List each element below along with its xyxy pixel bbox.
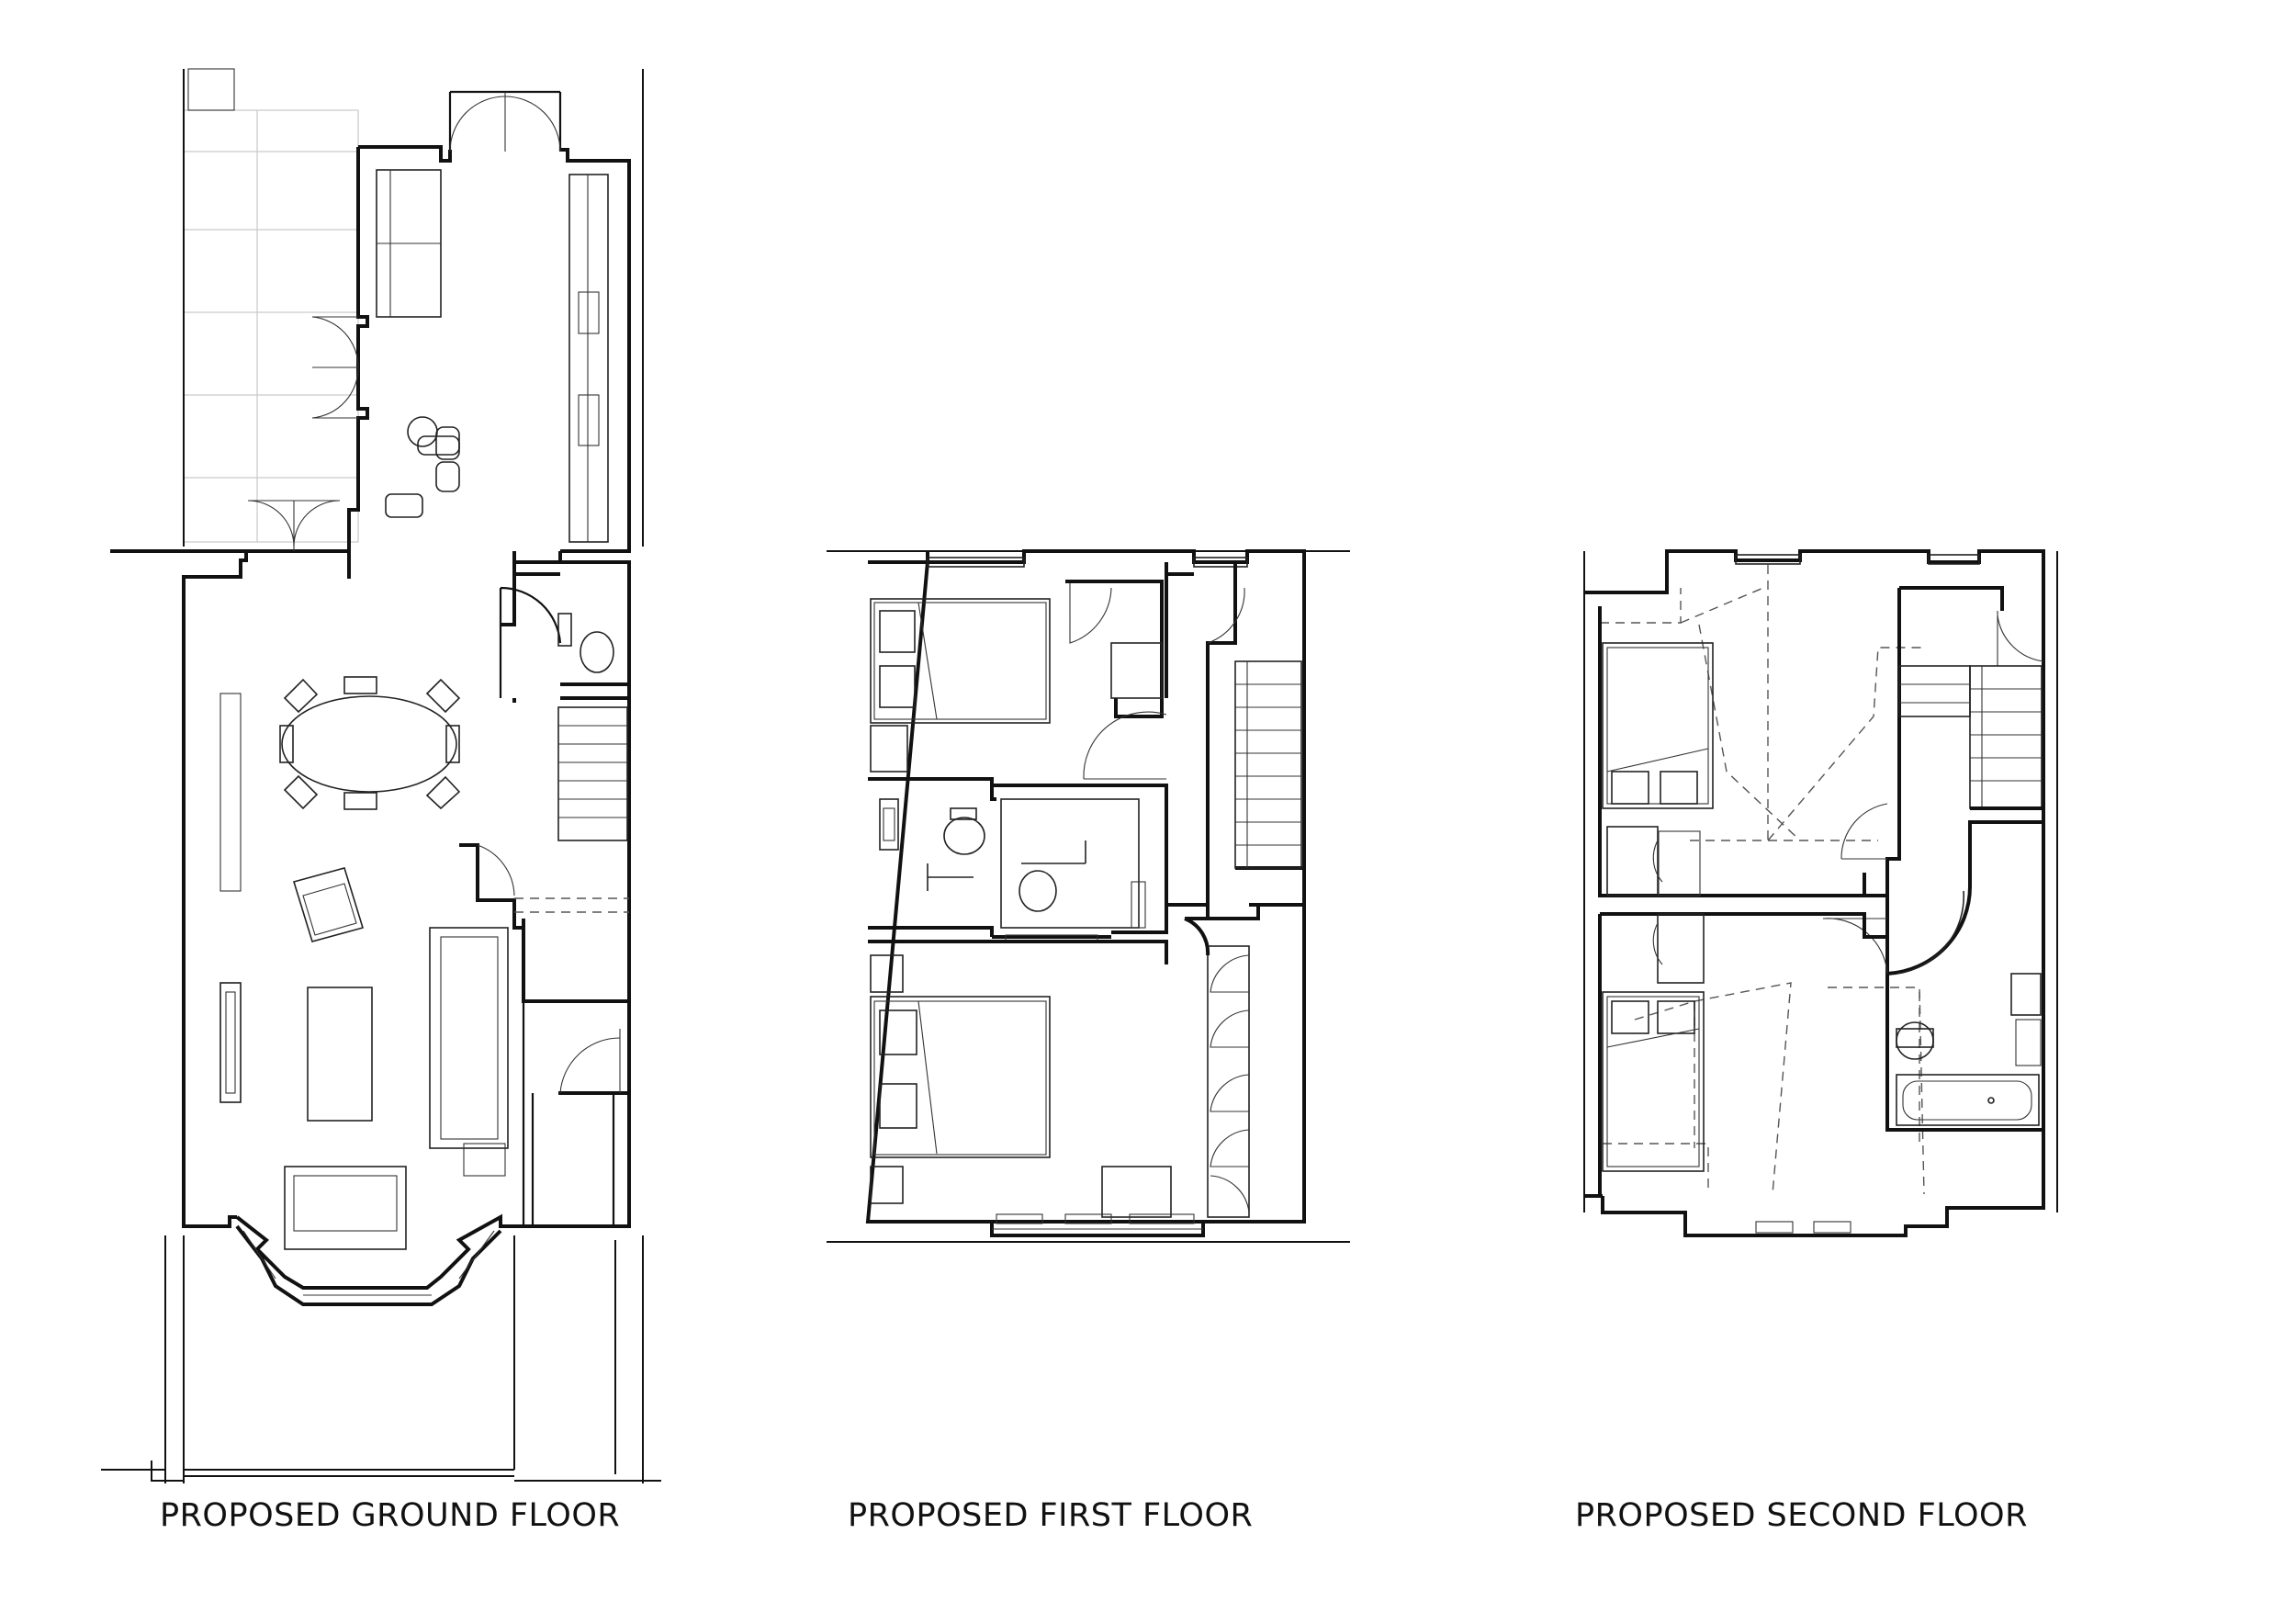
wc-icon xyxy=(1019,870,1057,912)
first-floor-label: PROPOSED FIRST FLOOR xyxy=(848,1497,1254,1534)
shower-room xyxy=(868,777,1168,943)
wc-icon xyxy=(950,807,977,820)
double-bed-icon xyxy=(1602,642,1714,809)
coffee-table-icon xyxy=(307,987,373,1122)
stair-icon xyxy=(1234,660,1302,869)
double-bed-icon xyxy=(1602,991,1705,1172)
front-garden xyxy=(101,1235,661,1483)
bedroom-3 xyxy=(1598,606,1866,897)
basin-icon xyxy=(2010,973,2042,1016)
bedroom-1 xyxy=(870,580,1167,780)
ground-floor-plan xyxy=(101,68,661,1483)
second-floor-plan xyxy=(1583,549,2058,1237)
bedroom-2 xyxy=(868,905,1260,1237)
landing-and-stair xyxy=(1165,562,1304,932)
dining-table-icon xyxy=(279,676,461,810)
rear-garden-paving xyxy=(183,68,644,547)
bathtub-icon xyxy=(1896,1074,2040,1126)
door-swing-icon xyxy=(311,316,359,419)
wc-icon xyxy=(557,613,572,647)
stair-icon xyxy=(1898,665,2043,809)
wardrobe-icon xyxy=(1207,945,1250,1218)
roof-hip-lines-icon xyxy=(1600,565,1925,1195)
chair-icon xyxy=(283,678,319,714)
double-bed-icon xyxy=(870,598,1051,724)
desk-icon xyxy=(1101,1166,1172,1218)
sofa-icon xyxy=(284,927,509,1250)
wardrobe-icon xyxy=(1606,826,1659,897)
ground-floor-label: PROPOSED GROUND FLOOR xyxy=(160,1497,621,1534)
kitchen-extension-walls xyxy=(246,90,631,553)
second-floor-label: PROPOSED SECOND FLOOR xyxy=(1575,1497,2028,1534)
bay-window-icon xyxy=(235,1213,613,1306)
wardrobe-icon xyxy=(1657,913,1705,984)
chair-icon xyxy=(407,416,438,447)
hall-and-stairs xyxy=(459,574,631,1226)
stair-icon xyxy=(557,706,628,841)
armchair-icon xyxy=(292,867,365,942)
wc-icon xyxy=(1896,1028,1934,1048)
double-bed-icon xyxy=(870,996,1051,1158)
main-house-walls xyxy=(110,549,631,1228)
wardrobe-icon xyxy=(1110,642,1163,699)
first-floor-plan xyxy=(827,549,1350,1243)
basin-icon xyxy=(879,798,899,851)
landing-and-stair-2 xyxy=(1840,586,2044,897)
bathroom xyxy=(1822,820,2043,1132)
bedroom-4 xyxy=(1598,912,1887,1196)
